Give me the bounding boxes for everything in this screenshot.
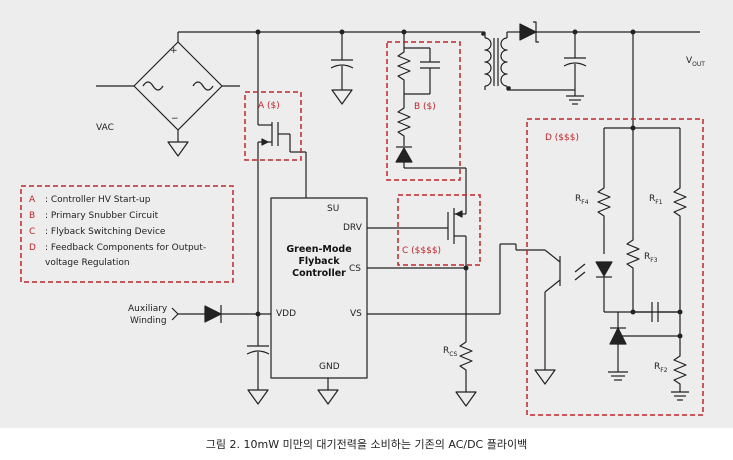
legend-item-a: A: Controller HV Start-up bbox=[29, 195, 151, 205]
transformer bbox=[484, 32, 575, 91]
switching-mosfet bbox=[447, 198, 467, 268]
legend: A: Controller HV Start-up B: Primary Snu… bbox=[21, 186, 233, 282]
pin-vs-label: VS bbox=[350, 309, 362, 319]
rf1-label: RF1 bbox=[649, 194, 663, 206]
region-a-label: A ($) bbox=[258, 101, 280, 111]
region-b-box bbox=[386, 41, 461, 181]
pin-vdd-label: VDD bbox=[276, 309, 297, 319]
region-a-box bbox=[244, 91, 302, 161]
feedback-network bbox=[515, 127, 689, 401]
bridge-minus-label: − bbox=[171, 114, 179, 124]
legend-item-b: B: Primary Snubber Circuit bbox=[29, 211, 159, 221]
legend-item-c: C: Flyback Switching Device bbox=[29, 227, 166, 237]
rf3-label: RF3 bbox=[644, 252, 658, 264]
controller-name: Green-Mode Flyback Controller bbox=[286, 244, 352, 279]
pin-drv-label: DRV bbox=[343, 223, 362, 233]
snubber-circuit bbox=[395, 32, 467, 198]
region-d-box bbox=[526, 118, 704, 416]
flyback-schematic bbox=[20, 21, 704, 416]
legend-box bbox=[20, 185, 234, 283]
vac-label: VAC bbox=[96, 123, 114, 133]
bulk-capacitor bbox=[330, 32, 354, 105]
rcs-label: RCS bbox=[443, 346, 458, 358]
rf4-label: RF4 bbox=[575, 194, 589, 206]
legend-item-d-cont: voltage Regulation bbox=[45, 258, 130, 268]
aux-label-2: Winding bbox=[130, 316, 167, 326]
pin-cs-label: CS bbox=[349, 264, 361, 274]
aux-label-1: Auxiliary bbox=[128, 304, 168, 314]
legend-item-d: D: Feedback Components for Output- bbox=[29, 243, 207, 253]
pin-gnd-label: GND bbox=[319, 362, 340, 372]
pin-su-label: SU bbox=[327, 204, 340, 214]
region-d-label: D ($$$) bbox=[545, 133, 579, 143]
region-c-label: C ($$$$) bbox=[402, 246, 442, 256]
ground-icon bbox=[167, 141, 189, 157]
rf2-label: RF2 bbox=[654, 362, 668, 374]
figure-caption: 그림 2. 10mW 미만의 대기전력을 소비하는 기존의 AC/DC 플라이백 bbox=[205, 438, 528, 451]
vout-label: VOUT bbox=[686, 56, 705, 68]
startup-mosfet bbox=[258, 122, 307, 198]
region-c-box bbox=[397, 194, 481, 266]
bridge-plus-label: + bbox=[170, 46, 178, 56]
flyback-controller bbox=[270, 197, 368, 379]
region-b-label: B ($) bbox=[414, 102, 436, 112]
